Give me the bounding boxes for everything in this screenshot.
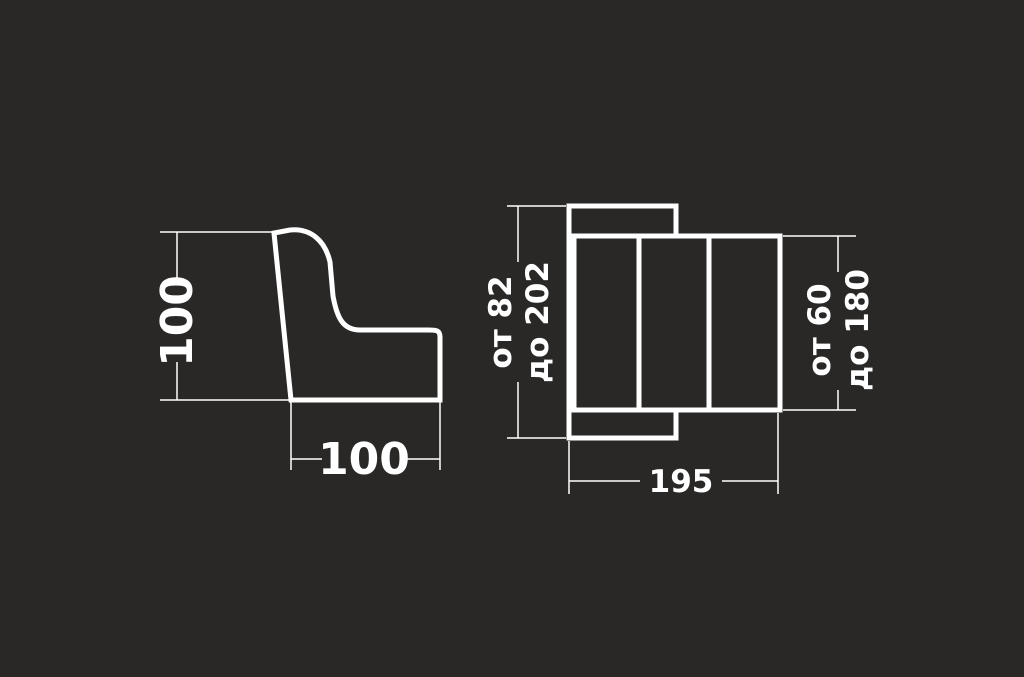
side-view: 100 100 [152,227,443,485]
mattress-outline [571,233,783,413]
berth-length-label-line2: до 180 [840,269,876,391]
depth-label: 100 [318,434,410,485]
backrest-frame [566,203,679,441]
width-label: 195 [649,464,714,500]
berth-length-dimension: от 60 до 180 [783,235,876,411]
width-dimension: 195 [568,413,779,500]
total-length-label-line2: до 202 [520,261,556,383]
top-view: от 82 до 202 от 60 до 180 195 [483,203,876,500]
berth-length-label-line1: от 60 [802,283,838,376]
depth-dimension: 100 [290,402,441,485]
chair-side-profile [271,227,443,403]
height-dimension: 100 [152,231,295,401]
total-length-dimension: от 82 до 202 [483,205,566,439]
total-length-label-line1: от 82 [483,275,519,368]
height-label: 100 [152,275,203,367]
